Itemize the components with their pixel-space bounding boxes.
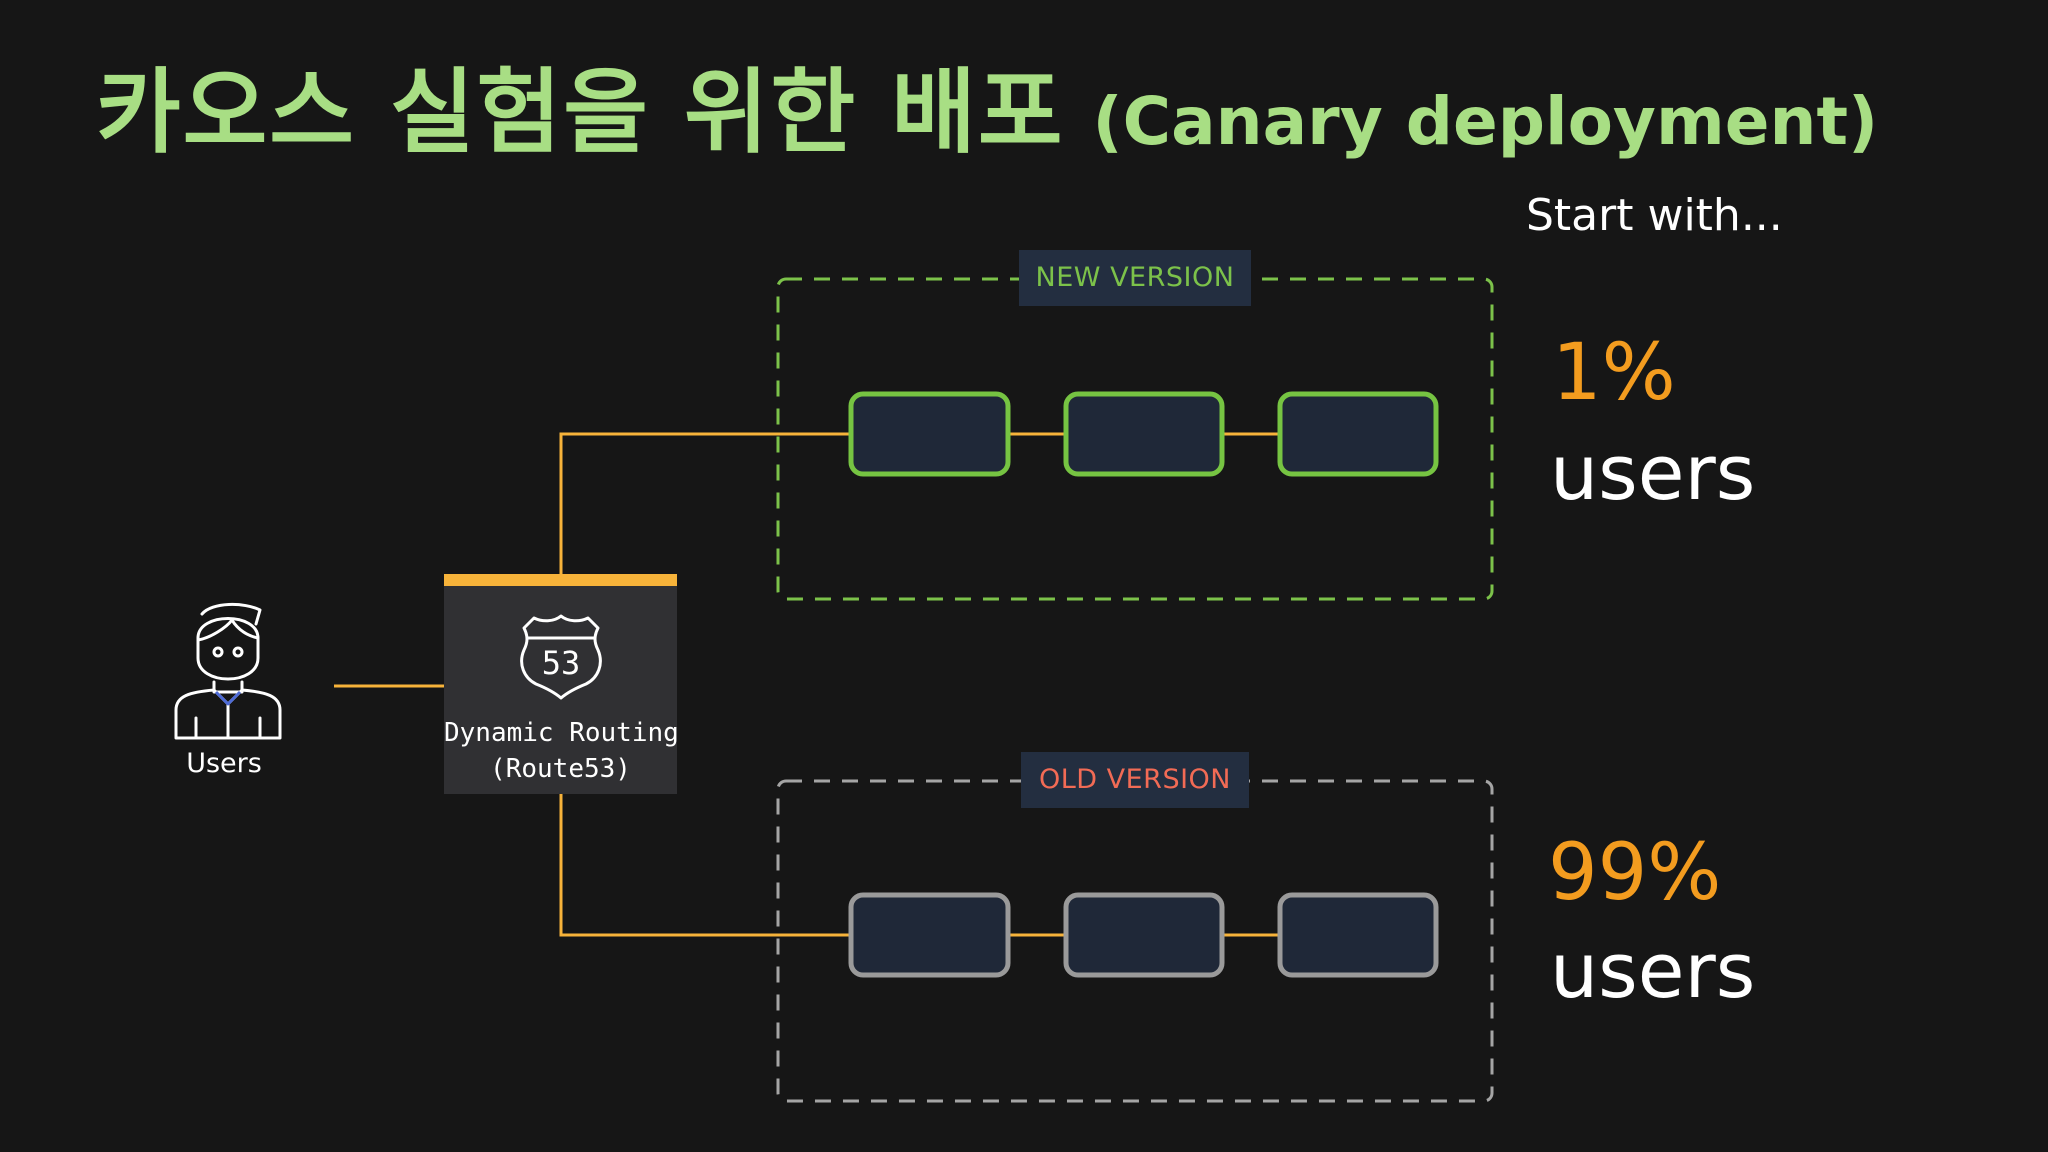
old-version-node-2 [1063,892,1225,978]
router-label-line1: Dynamic Routing [444,718,679,748]
title-english: (Canary deployment) [1092,83,1879,160]
new-version-node-2 [1063,391,1225,477]
old-version-label: OLD VERSION [1021,752,1249,808]
router-label-line2: (Route53) [490,754,631,784]
new-version-users-label: users [1550,428,1756,517]
page-title: 카오스 실험을 위한 배포 (Canary deployment) [96,38,1878,166]
old-version-node-1 [848,892,1011,978]
new-version-label: NEW VERSION [1019,250,1251,306]
new-version-node-1 [848,391,1011,477]
start-with-label: Start with... [1526,190,1783,241]
route53-shield-number: 53 [542,644,581,682]
person-icon [174,602,282,740]
route53-shield-icon: 53 [520,614,602,700]
users-label: Users [186,748,262,779]
old-version-node-3 [1277,892,1439,978]
new-version-node-3 [1277,391,1439,477]
connector-router-to-old [559,794,851,937]
dynamic-routing-box: 53 Dynamic Routing (Route53) [444,574,679,794]
old-version-percent: 99% [1548,828,1722,918]
old-version-users-label: users [1550,926,1756,1015]
connector-router-to-new [559,432,851,574]
new-version-percent: 1% [1552,328,1676,418]
title-korean: 카오스 실험을 위한 배포 [96,59,1065,166]
